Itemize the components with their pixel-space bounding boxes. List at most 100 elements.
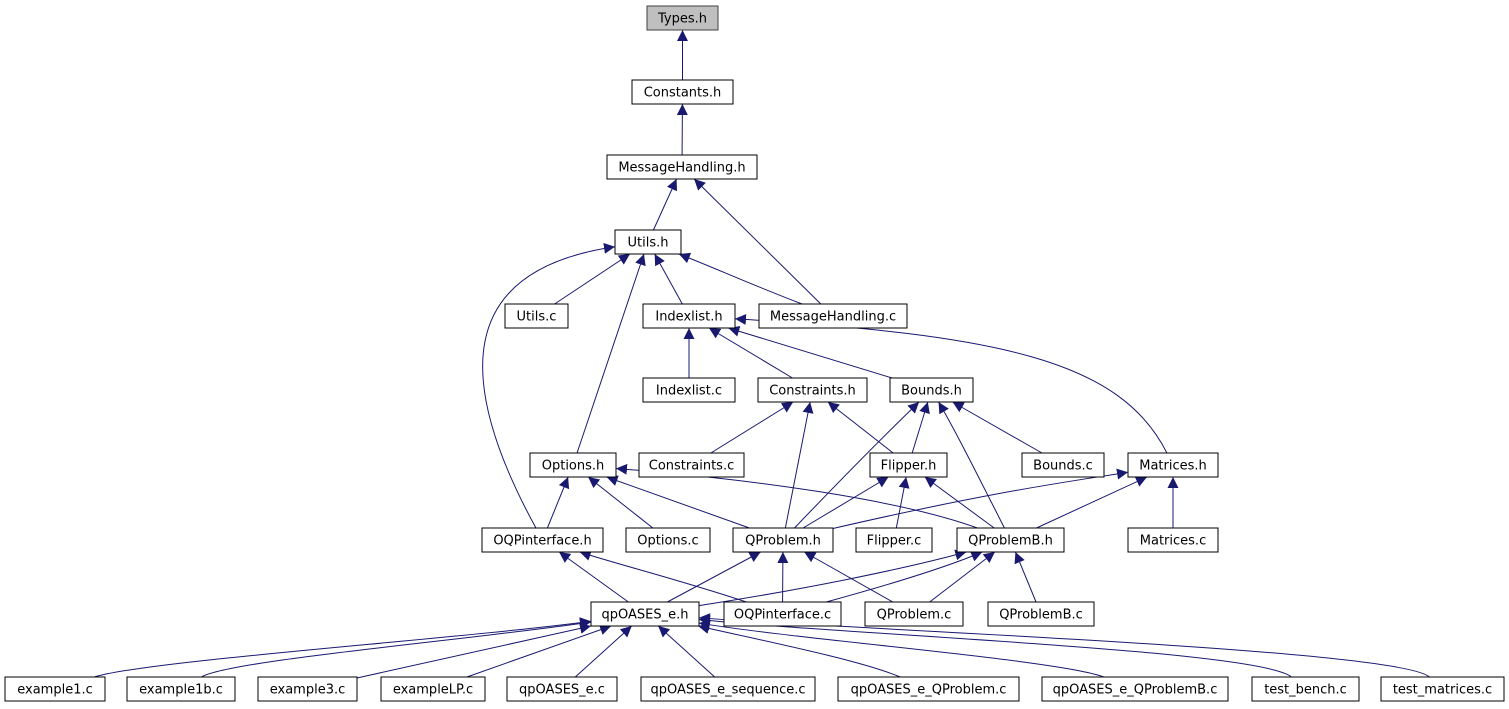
node-bounds-c[interactable]: Bounds.c	[1021, 452, 1105, 478]
node-label: QProblem.c	[877, 608, 952, 623]
edge-messagehandling-c-to-utils-h	[678, 252, 803, 305]
node-label: Flipper.c	[867, 534, 922, 549]
node-box	[864, 601, 964, 627]
edge-qproblem-c-to-qproblem-h	[803, 551, 894, 603]
edge-utils-c-to-utils-h	[554, 253, 631, 305]
edge-utils-h-to-messagehandling-h	[652, 178, 678, 231]
node-flipper-c[interactable]: Flipper.c	[855, 527, 933, 553]
node-box	[757, 377, 868, 403]
node-box	[1127, 452, 1219, 478]
node-messagehandling-c[interactable]: MessageHandling.c	[758, 303, 908, 329]
node-oqpinterface-h[interactable]: OQPinterface.h	[481, 527, 604, 553]
node-qpoases-e-qproblem-c[interactable]: qpOASES_e_QProblem.c	[837, 676, 1020, 702]
edge-messagehandling-c-to-messagehandling-h	[693, 178, 822, 305]
edge-example1-c-to-qpoases-e-h	[94, 617, 592, 678]
edge-qproblemb-c-to-qproblemb-h	[1014, 551, 1037, 603]
node-box	[126, 676, 236, 702]
edge-options-c-to-options-h	[587, 476, 654, 529]
node-label: Matrices.h	[1139, 459, 1207, 474]
node-label: MessageHandling.c	[770, 310, 896, 325]
edge-oqpinterface-h-to-options-h	[546, 476, 570, 529]
node-label: test_matrices.c	[1393, 683, 1492, 698]
edge-oqpinterface-c-to-oqpinterface-h	[579, 550, 747, 603]
node-messagehandling-h[interactable]: MessageHandling.h	[606, 154, 758, 180]
node-label: test_bench.c	[1264, 683, 1347, 698]
node-indexlist-h[interactable]: Indexlist.h	[642, 303, 736, 329]
node-box	[606, 154, 758, 180]
node-utils-c[interactable]: Utils.c	[504, 303, 569, 329]
node-box	[642, 377, 736, 403]
node-box	[614, 229, 682, 255]
edge-flipper-h-to-constraints-h	[827, 401, 894, 454]
node-box	[1021, 452, 1105, 478]
node-box	[380, 676, 486, 702]
node-label: example3.c	[270, 683, 346, 698]
node-qpoases-e-c[interactable]: qpOASES_e.c	[506, 676, 618, 702]
node-indexlist-c[interactable]: Indexlist.c	[642, 377, 736, 403]
node-box	[1127, 527, 1219, 553]
node-box	[590, 601, 700, 627]
node-label: OQPinterface.c	[734, 608, 831, 623]
node-qproblem-c[interactable]: QProblem.c	[864, 601, 964, 627]
node-label: Constraints.c	[649, 459, 734, 474]
node-utils-h[interactable]: Utils.h	[614, 229, 682, 255]
node-box	[504, 303, 569, 329]
edge-qpoases-e-sequence-c-to-qpoases-e-h	[657, 625, 716, 678]
node-label: Utils.c	[517, 310, 557, 325]
node-examplelp-c[interactable]: exampleLP.c	[380, 676, 486, 702]
edge-qproblem-h-to-constraints-h	[784, 401, 814, 529]
edge-qpoases-e-c-to-qpoases-e-h	[574, 625, 633, 678]
node-qpoases-e-h[interactable]: qpOASES_e.h	[590, 601, 700, 627]
node-options-c[interactable]: Options.c	[625, 527, 711, 553]
edge-constraints-c-to-constraints-h	[710, 401, 794, 454]
node-label: OQPinterface.h	[493, 534, 591, 549]
edge-test-bench-c-to-qpoases-e-h	[698, 615, 1292, 678]
node-matrices-h[interactable]: Matrices.h	[1127, 452, 1219, 478]
node-box	[638, 452, 745, 478]
node-types-h: Types.h	[646, 5, 719, 31]
node-label: example1b.c	[139, 683, 223, 698]
node-box	[732, 527, 834, 553]
node-label: Constraints.h	[769, 384, 856, 399]
node-bounds-h[interactable]: Bounds.h	[889, 377, 974, 403]
node-label: Flipper.h	[881, 459, 937, 474]
edge-qproblem-c-to-qproblemb-h	[929, 551, 996, 603]
node-qproblem-h[interactable]: QProblem.h	[732, 527, 834, 553]
edge-qproblemb-h-to-flipper-h	[924, 476, 995, 529]
node-label: Indexlist.h	[655, 310, 722, 325]
node-example3-c[interactable]: example3.c	[257, 676, 358, 702]
node-example1b-c[interactable]: example1b.c	[126, 676, 236, 702]
node-constants-h[interactable]: Constants.h	[631, 79, 734, 105]
node-box	[1380, 676, 1505, 702]
node-flipper-h[interactable]: Flipper.h	[869, 452, 948, 478]
node-example1-c[interactable]: example1.c	[4, 676, 106, 702]
edge-example1b-c-to-qpoases-e-h	[201, 618, 592, 678]
node-box	[723, 601, 842, 627]
edge-qpoases-e-qproblemb-c-to-qpoases-e-h	[698, 619, 1105, 678]
node-qproblemb-h[interactable]: QProblemB.h	[956, 527, 1065, 553]
node-qpoases-e-qproblemb-c[interactable]: qpOASES_e_QProblemB.c	[1041, 676, 1229, 702]
node-label: Options.h	[542, 459, 605, 474]
node-options-h[interactable]: Options.h	[529, 452, 617, 478]
node-label: Indexlist.c	[656, 384, 722, 399]
edge-oqpinterface-c-to-qproblemb-h	[826, 551, 983, 603]
node-box	[481, 527, 604, 553]
edges	[94, 30, 1430, 679]
edge-qproblemb-h-to-bounds-h	[938, 401, 1005, 529]
node-matrices-c[interactable]: Matrices.c	[1127, 527, 1219, 553]
node-constraints-h[interactable]: Constraints.h	[757, 377, 868, 403]
node-constraints-c[interactable]: Constraints.c	[638, 452, 745, 478]
node-label: QProblemB.h	[968, 534, 1053, 549]
edge-qproblem-h-to-bounds-h	[794, 401, 920, 529]
edge-oqpinterface-h-to-utils-h	[482, 242, 616, 529]
node-qproblemb-c[interactable]: QProblemB.c	[987, 601, 1095, 627]
node-label: example1.c	[17, 683, 93, 698]
node-qpoases-e-sequence-c[interactable]: qpOASES_e_sequence.c	[640, 676, 816, 702]
edge-examplelp-c-to-qpoases-e-h	[466, 624, 612, 678]
edge-qproblem-h-to-options-h	[606, 475, 750, 529]
node-test-matrices-c[interactable]: test_matrices.c	[1380, 676, 1505, 702]
node-oqpinterface-c[interactable]: OQPinterface.c	[723, 601, 842, 627]
node-label: Utils.h	[628, 236, 669, 251]
node-test-bench-c[interactable]: test_bench.c	[1251, 676, 1360, 702]
node-box	[869, 452, 948, 478]
